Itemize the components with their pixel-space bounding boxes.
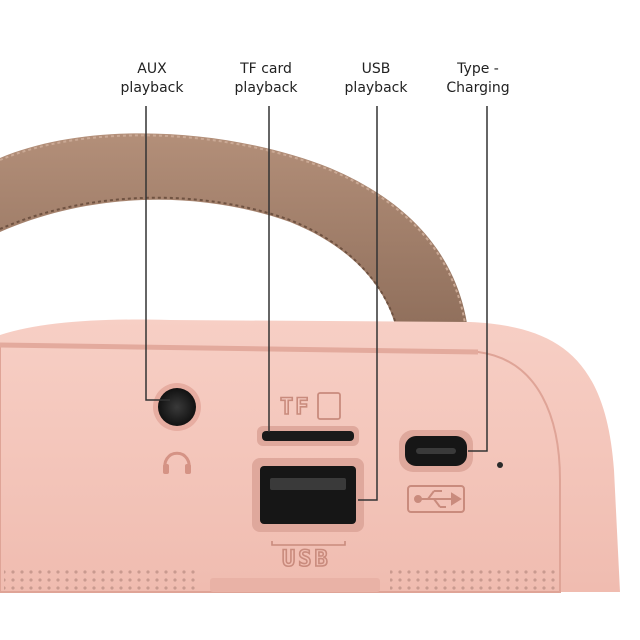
speaker-body bbox=[0, 319, 620, 592]
callout-aux-line1: AUX bbox=[137, 61, 167, 77]
callout-typec-line1: Type - bbox=[457, 61, 499, 77]
callout-usb: USB playback bbox=[345, 60, 408, 98]
callout-typec-line2: Charging bbox=[446, 80, 510, 96]
tf-marking: TF bbox=[280, 395, 311, 420]
callout-usb-line1: USB bbox=[361, 61, 391, 77]
aux-jack bbox=[158, 388, 196, 426]
leader-lines bbox=[145, 106, 488, 501]
callout-typec: Type - Charging bbox=[446, 60, 509, 98]
usb-symbol-icon bbox=[407, 485, 465, 513]
typec-leader bbox=[468, 106, 488, 452]
callout-tf: TF card playback bbox=[235, 60, 298, 98]
callout-aux: AUX playback bbox=[121, 60, 184, 98]
callout-usb-line2: playback bbox=[344, 80, 408, 96]
strap-edge-bottom bbox=[0, 196, 403, 361]
status-led bbox=[497, 462, 503, 468]
tf-card-icon bbox=[317, 392, 341, 420]
callout-tf-line1: TF card bbox=[240, 61, 292, 77]
grille-left bbox=[4, 568, 199, 592]
port-panel bbox=[0, 343, 561, 593]
strap bbox=[0, 133, 470, 360]
usb-leader bbox=[358, 106, 378, 501]
body-shadow bbox=[0, 342, 479, 355]
callout-tf-line2: playback bbox=[234, 80, 298, 96]
grille-right bbox=[390, 568, 560, 592]
strap-edge-top bbox=[0, 134, 469, 361]
usb-marking: USB bbox=[282, 547, 331, 572]
grille-center bbox=[210, 578, 380, 592]
callout-aux-line2: playback bbox=[120, 80, 184, 96]
aux-leader bbox=[145, 106, 170, 401]
